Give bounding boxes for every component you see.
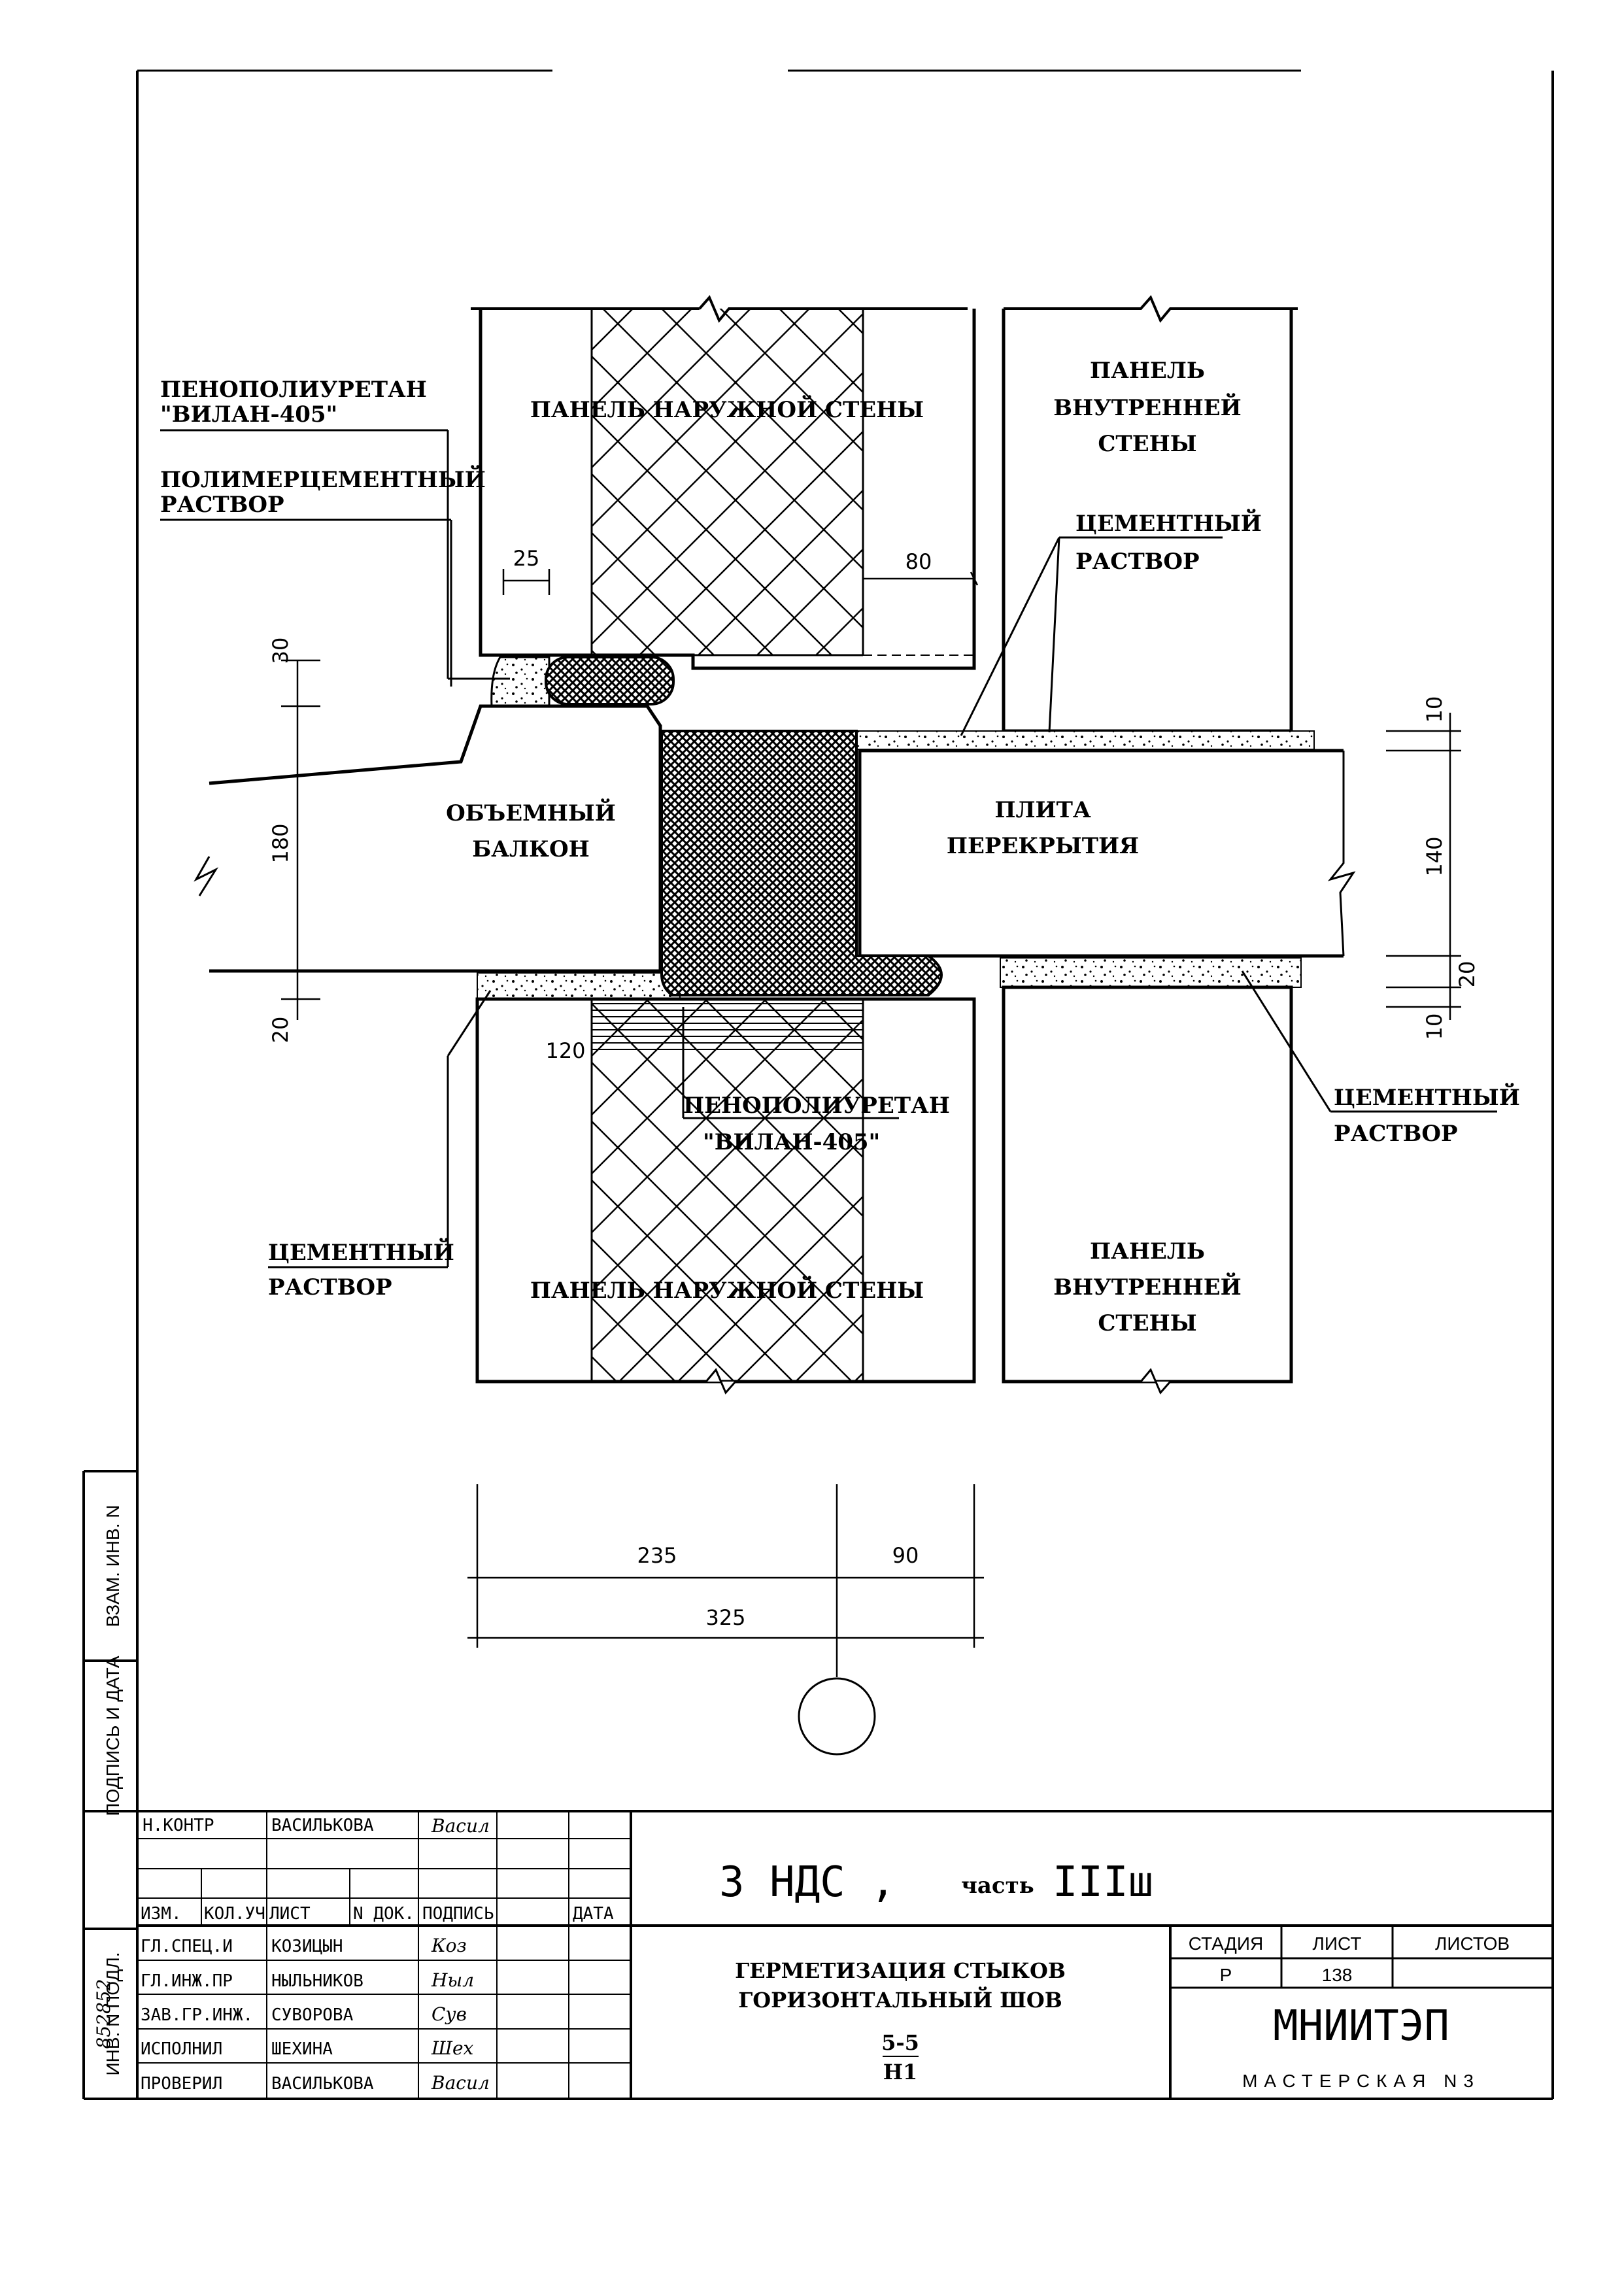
dim-325: 325 [705, 1605, 745, 1630]
label-cement-top-1: ЦЕМЕНТНЫЙ [1075, 509, 1262, 537]
dim-180: 180 [268, 823, 293, 863]
header-col: ЛИСТ [269, 1904, 311, 1924]
label-polymer-1: ПОЛИМЕРЦЕМЕНТНЫЙ [160, 465, 486, 493]
signature-row-name: КОЗИЦЫН [271, 1937, 343, 1956]
dim-30: 30 [268, 638, 293, 664]
balcony [194, 704, 662, 973]
signature-row-role: ГЛ.СПЕЦ.И [141, 1937, 233, 1956]
stamp-inv-zam: ВЗАМ. ИНВ. N [103, 1504, 123, 1627]
label-inner-wall-bottom-2: ВНУТРЕННЕЙ [1053, 1272, 1242, 1300]
dim-140: 140 [1422, 836, 1447, 876]
drawing-title-2: ГОРИЗОНТАЛЬНЫЙ ШОВ [738, 1986, 1062, 2013]
label-cement-left-1: ЦЕМЕНТНЫЙ [268, 1238, 454, 1266]
label-outer-wall-bottom: ПАНЕЛЬ НАРУЖНОЙ СТЕНЫ [530, 1276, 924, 1304]
dim-20-left: 20 [268, 1017, 293, 1044]
cement-mortar-top [856, 730, 1315, 750]
header-col: ДАТА [573, 1904, 614, 1924]
signature-row-sig: Васил [431, 2072, 490, 2094]
label-inner-wall-top-3: СТЕНЫ [1098, 431, 1196, 457]
foam-joint-block [660, 730, 943, 996]
signature-row-name: ВАСИЛЬКОВА [271, 2074, 374, 2094]
dim-120: 120 [545, 1038, 585, 1063]
stamp-sign-date: ПОДПИСЬ И ДАТА [103, 1656, 123, 1816]
sheet-value: 138 [1322, 1965, 1353, 1985]
dim-10-bottom: 10 [1422, 1013, 1447, 1040]
signature-row-name: ШЕХИНА [271, 2039, 333, 2059]
axis-marker [798, 1677, 876, 1756]
polymer-mortar [490, 656, 550, 707]
outer-wall-panel-top [471, 295, 976, 670]
stamp-inv-number: 852852 [93, 1979, 114, 2049]
dim-235: 235 [637, 1543, 677, 1568]
dim-10-top: 10 [1422, 696, 1447, 723]
signature-row-role: ГЛ.ИНЖ.ПР [141, 1971, 233, 1991]
signature-row-name: СУВОРОВА [271, 2005, 354, 2025]
signature-row-sig: Сув [431, 2003, 467, 2025]
header-col: ИЗМ. [141, 1904, 182, 1924]
header-col: N ДОК. [353, 1904, 414, 1924]
norm-control-name: ВАСИЛЬКОВА [271, 1816, 374, 1835]
part-word: часть [961, 1873, 1034, 1899]
cement-mortar-bottom-right [1000, 957, 1302, 988]
inner-wall-panel-bottom [1002, 985, 1293, 1395]
signature-row-role: ЗАВ.ГР.ИНЖ. [141, 2005, 253, 2025]
sheet-frame [82, 69, 1554, 2100]
signature-row-sig: Шех [431, 2037, 474, 2059]
workshop: МАСТЕРСКАЯ N3 [1242, 2071, 1480, 2091]
label-cement-top-2: РАСТВОР [1075, 549, 1200, 575]
label-foam-bottom-1: ПЕНОПОЛИУРЕТАН [683, 1093, 950, 1119]
label-inner-wall-bottom-3: СТЕНЫ [1098, 1310, 1196, 1336]
label-outer-wall-top: ПАНЕЛЬ НАРУЖНОЙ СТЕНЫ [530, 395, 924, 423]
sheets-label: ЛИСТОВ [1435, 1933, 1510, 1954]
label-slab-1: ПЛИТА [994, 797, 1091, 823]
dimension-lines [281, 569, 1461, 1677]
leader-lines [160, 429, 1497, 1268]
cement-mortar-bottom-left [477, 972, 681, 1000]
label-cement-left-2: РАСТВОР [268, 1274, 392, 1300]
dim-25: 25 [513, 546, 540, 571]
signature-row-role: ПРОВЕРИЛ [141, 2074, 222, 2094]
label-inner-wall-bottom-1: ПАНЕЛЬ [1090, 1238, 1205, 1265]
dim-20-right: 20 [1455, 961, 1480, 988]
header-col: КОЛ.УЧ [204, 1904, 265, 1924]
label-foam-top-2: "ВИЛАН-405" [160, 401, 337, 428]
norm-control-signature: Васил [431, 1815, 490, 1837]
signature-row-name: НЫЛЬНИКОВ [271, 1971, 364, 1991]
signature-row-sig: Коз [431, 1935, 467, 1956]
floor-slab [858, 749, 1356, 958]
stage-label: СТАДИЯ [1189, 1933, 1263, 1954]
signature-row-sig: Ныл [431, 1969, 474, 1991]
title-block [137, 1810, 1553, 2099]
norm-control-role: Н.КОНТР [143, 1816, 214, 1835]
signature-row-role: ИСПОЛНИЛ [141, 2039, 222, 2059]
label-polymer-2: РАСТВОР [160, 492, 284, 518]
foam-plug-top [545, 656, 675, 706]
dim-80: 80 [905, 549, 932, 574]
label-slab-2: ПЕРЕКРЫТИЯ [947, 833, 1139, 859]
section-number: 5-5 [881, 2030, 919, 2055]
label-inner-wall-top-1: ПАНЕЛЬ [1090, 358, 1205, 384]
outer-wall-panel-bottom [475, 997, 976, 1395]
header-col: ПОДПИСЬ [422, 1904, 494, 1924]
label-cement-right-1: ЦЕМЕНТНЫЙ [1334, 1083, 1520, 1111]
label-inner-wall-top-2: ВНУТРЕННЕЙ [1053, 393, 1242, 421]
organization: МНИИТЭП [1273, 2002, 1449, 2050]
part-number: IIIш [1053, 1858, 1153, 1907]
label-balcony-1: ОБЪЕМНЫЙ [446, 798, 616, 826]
stage-value: Р [1220, 1965, 1232, 1985]
label-foam-top-1: ПЕНОПОЛИУРЕТАН [160, 377, 427, 403]
dim-90: 90 [892, 1543, 919, 1568]
project-code: 3 НДС , [719, 1858, 896, 1907]
drawing-title-1: ГЕРМЕТИЗАЦИЯ СТЫКОВ [735, 1958, 1066, 1983]
label-cement-right-2: РАСТВОР [1334, 1121, 1458, 1147]
section-sheet: Н1 [883, 2060, 918, 2084]
label-balcony-2: БАЛКОН [472, 836, 589, 862]
sheet-label: ЛИСТ [1313, 1933, 1362, 1954]
label-foam-bottom-2: "ВИЛАН-405" [703, 1129, 880, 1155]
stamp-inv-orig: ИНВ. N ПОДЛ. [103, 1952, 123, 2076]
